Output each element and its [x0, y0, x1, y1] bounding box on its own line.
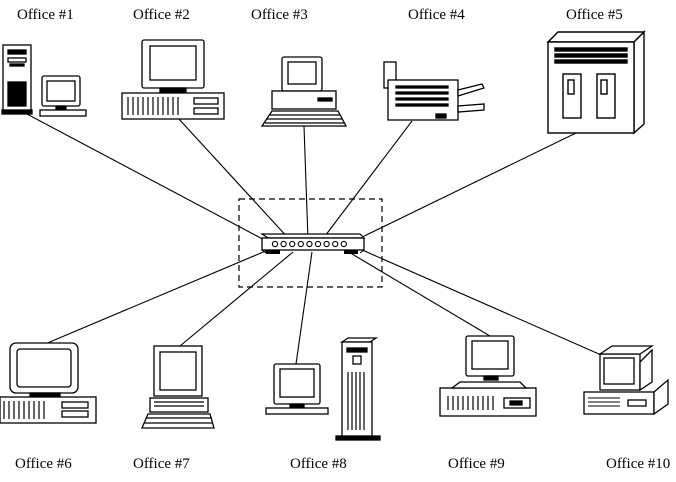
office-labels: Office #1 Office #2 Office #3 Office #4 … [15, 7, 670, 472]
office-7-label: Office #7 [133, 456, 190, 472]
office-2-label: Office #2 [133, 7, 190, 23]
network-hub [260, 233, 366, 254]
link-office-3 [303, 125, 309, 241]
link-office-7 [179, 251, 294, 347]
monitor-keyboard-icon [141, 345, 215, 429]
hub-boundary [238, 198, 383, 288]
link-office-6 [44, 249, 269, 345]
hub-port [297, 240, 304, 248]
desktop-computer-icon [121, 39, 225, 120]
drive-slots [127, 97, 179, 115]
office-5-device [546, 30, 646, 135]
connection-lines [24, 112, 609, 365]
link-office-4 [321, 120, 413, 241]
link-office-1 [24, 112, 273, 245]
desktop-computer-icon [439, 335, 537, 417]
office-2-device [121, 39, 225, 120]
office-10-device [583, 345, 669, 416]
office-7-device [141, 345, 215, 429]
link-office-9 [346, 250, 491, 337]
hub-port [271, 240, 279, 248]
link-office-8 [295, 251, 313, 365]
office-9-device [439, 335, 537, 417]
desktop-computer-icon [0, 342, 97, 424]
office-8-label: Office #8 [290, 456, 347, 472]
server-cabinet-icon [546, 30, 646, 135]
hub-port [280, 240, 287, 248]
office-1-device [1, 44, 87, 117]
office-3-device [260, 56, 348, 127]
monitor-icon [265, 363, 329, 415]
tower-icon [335, 337, 381, 441]
office-4-label: Office #4 [408, 7, 465, 23]
drive-slots [3, 401, 45, 419]
hub-port [323, 240, 330, 248]
link-office-10 [359, 248, 609, 359]
drive-slots [447, 396, 494, 410]
office-9-label: Office #9 [448, 456, 505, 472]
office-6-label: Office #6 [15, 456, 72, 472]
desktop-keyboard-icon [260, 56, 348, 127]
hub-ports [271, 240, 347, 248]
office-1-label: Office #1 [17, 7, 74, 23]
hub-port [306, 240, 313, 248]
printer-icon [383, 61, 485, 121]
office-4-device [383, 61, 485, 121]
desktop-keyboard-icon [583, 345, 669, 416]
office-5-label: Office #5 [566, 7, 623, 23]
hub-port [332, 240, 339, 248]
hub-port [289, 240, 296, 248]
office-6-device [0, 342, 97, 424]
office-8-device [265, 337, 381, 441]
office-10-label: Office #10 [606, 456, 670, 472]
link-office-5 [355, 132, 577, 241]
link-office-2 [177, 117, 291, 241]
hub-port [314, 240, 322, 248]
monitor-icon [39, 75, 87, 117]
hub-port [340, 240, 347, 248]
office-3-label: Office #3 [251, 7, 308, 23]
tower-icon [1, 44, 33, 115]
